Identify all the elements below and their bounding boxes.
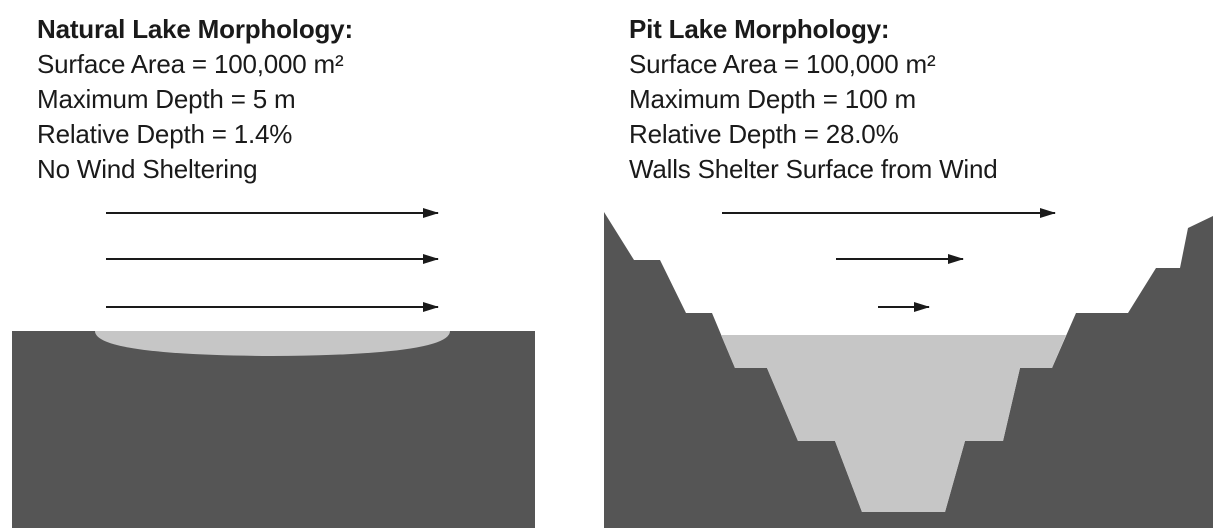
natural-lake-cross-section (12, 331, 535, 528)
pit-lake-wind: Walls Shelter Surface from Wind (629, 154, 998, 184)
pit-lake-walls (604, 212, 1213, 528)
pit-lake-water (721, 335, 1066, 512)
natural-lake-wind: No Wind Sheltering (37, 154, 258, 184)
pit-lake-cross-section (604, 212, 1213, 528)
pit-lake-surface-area: Surface Area = 100,000 m² (629, 49, 936, 79)
natural-lake-wind-arrows (106, 208, 439, 312)
natural-lake-relative-depth: Relative Depth = 1.4% (37, 119, 293, 149)
natural-lake-heading: Natural Lake Morphology: (37, 14, 353, 44)
natural-lake-max-depth: Maximum Depth = 5 m (37, 84, 296, 114)
pit-lake-max-depth: Maximum Depth = 100 m (629, 84, 916, 114)
pit-lake-relative-depth: Relative Depth = 28.0% (629, 119, 899, 149)
natural-lake-water (95, 331, 450, 356)
natural-lake-ground (12, 331, 535, 528)
pit-lake-heading: Pit Lake Morphology: (629, 14, 890, 44)
natural-lake-description: Natural Lake Morphology: Surface Area = … (37, 12, 353, 187)
pit-lake-wind-arrows (722, 208, 1056, 312)
pit-lake-description: Pit Lake Morphology: Surface Area = 100,… (629, 12, 998, 187)
natural-lake-surface-area: Surface Area = 100,000 m² (37, 49, 344, 79)
